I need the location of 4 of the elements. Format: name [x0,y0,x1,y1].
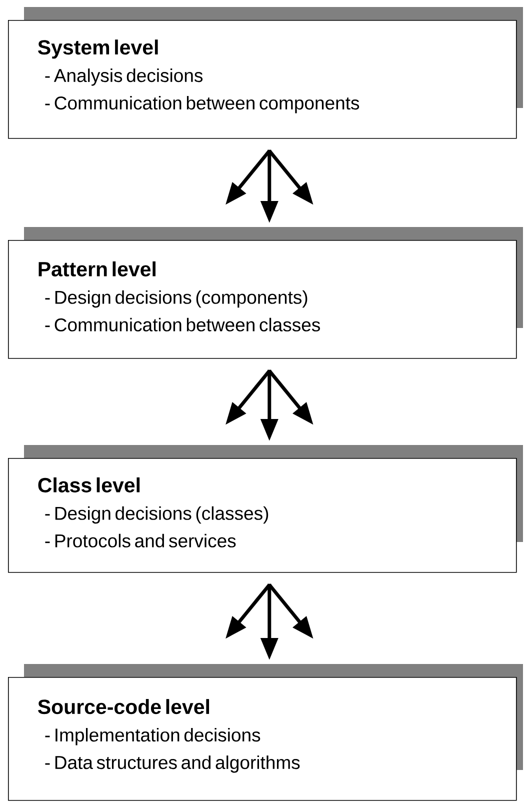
level-box: Class level - Design decisions (classes) - Protocols and services [8,445,523,573]
level-box: Pattern level - Design decisions (components) - Communication between classes [8,227,523,359]
level-box: System level - Analysis decisions - Communication between components [8,7,523,139]
level-box: Source-code level - Implementation decisions - Data structures and algorithms [8,664,523,801]
